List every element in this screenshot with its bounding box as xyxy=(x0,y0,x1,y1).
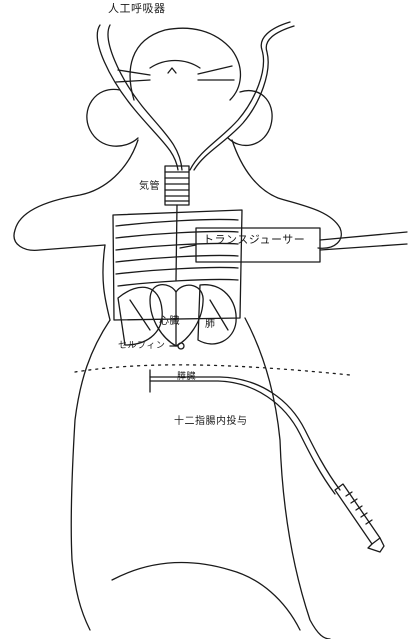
rat-head xyxy=(87,28,272,146)
ventilator-label: 人工呼吸器 xyxy=(108,3,166,15)
trachea xyxy=(165,166,189,280)
heart-label: 心臓 xyxy=(159,316,180,328)
transducer-label: トランスジューサー xyxy=(203,234,305,246)
trachea-label: 気管 xyxy=(139,181,160,193)
pancreas-label: 膵臓 xyxy=(177,371,196,383)
injection-catheter xyxy=(150,370,340,494)
syringe xyxy=(335,484,384,552)
lungs xyxy=(118,285,236,345)
duodenum-injection-label: 十二指腸内投与 xyxy=(174,416,248,428)
rat-body-outline xyxy=(14,140,341,639)
diaphragm-line xyxy=(75,365,350,375)
lung-label: 肺 xyxy=(205,319,216,331)
selfin-label: セルフィン xyxy=(118,340,165,352)
